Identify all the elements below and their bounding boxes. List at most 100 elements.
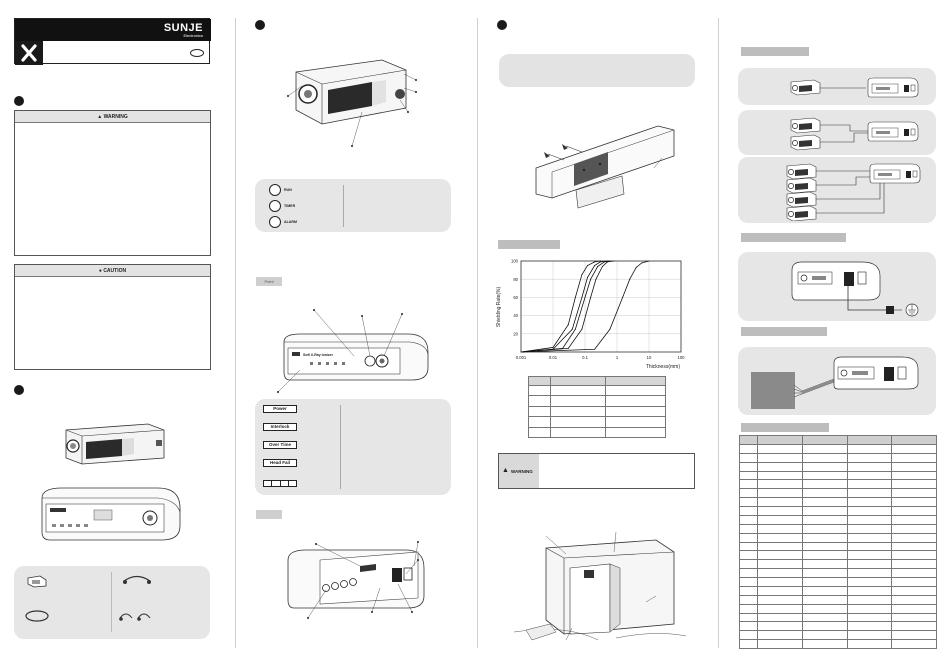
chart-y-tick-label: 60 <box>513 295 518 300</box>
table-cell <box>739 532 758 543</box>
chart-grid <box>520 260 682 352</box>
table-cell <box>739 461 758 472</box>
chart-data-point <box>567 347 569 349</box>
table-cell <box>891 612 937 623</box>
table-cell <box>757 559 803 570</box>
table-cell <box>757 612 803 623</box>
table-cell <box>801 514 848 525</box>
note-warning-label-cell: ▲ WARNING <box>499 454 539 488</box>
table-cell <box>801 452 848 463</box>
controller-brand-text: Soft X-Ray Ionizer <box>303 353 334 357</box>
alarm-lamp-label: ALARM <box>284 220 297 224</box>
chart-data-point <box>601 265 603 267</box>
table-cell <box>846 550 893 561</box>
chart-data-point <box>613 260 615 262</box>
table-row <box>739 585 937 596</box>
section-bullet <box>14 385 24 395</box>
table-row <box>739 497 937 507</box>
table-row <box>739 470 937 481</box>
table-cell <box>891 435 937 445</box>
point-tag: Point <box>256 277 282 286</box>
chart-data-point <box>622 296 624 298</box>
chart-data-point <box>599 260 601 262</box>
chart-x-axis-label: Thickness(mm) <box>646 364 681 370</box>
table-cell <box>801 630 848 641</box>
table-cell <box>846 630 893 641</box>
warning-box: ▲ WARNING <box>14 110 211 256</box>
table-cell <box>846 639 893 649</box>
chart-data-point <box>594 261 596 263</box>
logo-block <box>15 41 43 65</box>
table-cell <box>739 514 758 525</box>
table-cell <box>739 479 758 490</box>
table-cell <box>801 568 848 578</box>
config-two-heads-panel <box>738 110 936 155</box>
table-cell <box>891 532 937 543</box>
table-cell <box>891 621 937 632</box>
external-device-connection-diagram <box>794 356 919 398</box>
table-cell <box>757 630 803 641</box>
chart-data-point <box>629 278 631 280</box>
power-indicator: Power <box>263 405 297 413</box>
table-cell <box>801 506 848 516</box>
table-cell <box>757 532 803 543</box>
table-row <box>739 612 937 623</box>
two-head-connection-diagram <box>790 117 919 151</box>
chart-data-point <box>584 296 586 298</box>
table-row <box>739 577 937 587</box>
run-lamp-label: RUN <box>284 188 292 192</box>
section-heading-bar <box>741 233 846 242</box>
table-cell <box>846 612 893 623</box>
table-cell <box>757 585 803 596</box>
table-cell <box>757 639 803 649</box>
warning-title: WARNING <box>103 114 128 120</box>
table-cell <box>846 461 893 472</box>
table-cell <box>801 532 848 543</box>
table-cell <box>757 577 803 587</box>
table-cell <box>891 594 937 605</box>
table-cell <box>891 603 937 614</box>
table-cell <box>801 488 848 499</box>
table-row <box>739 594 937 605</box>
note-warning-label: WARNING <box>511 469 533 474</box>
table-row <box>739 443 937 454</box>
section-bullet <box>497 20 507 30</box>
panel-divider <box>343 185 344 227</box>
chart-x-tick-label: 0.01 <box>549 355 558 360</box>
chart-data-point <box>567 324 569 326</box>
table-cell <box>757 523 803 534</box>
table-cell <box>891 541 937 552</box>
table-cell <box>757 603 803 614</box>
table-cell <box>801 550 848 561</box>
table-cell <box>801 541 848 552</box>
table-cell <box>891 523 937 534</box>
table-row <box>739 461 937 472</box>
cable-icon <box>123 575 151 584</box>
warning-icon: ▲ <box>502 467 509 474</box>
table-cell <box>891 639 937 649</box>
channel-cell <box>280 481 289 486</box>
chart-data-point <box>599 261 601 263</box>
table-cell <box>739 559 758 570</box>
table-cell <box>739 452 758 463</box>
brand-name: SUNJE <box>163 22 203 34</box>
external-device-block <box>751 372 795 409</box>
table-cell <box>891 585 937 596</box>
table-cell <box>801 443 848 454</box>
section-heading-bar <box>498 240 560 249</box>
table-cell <box>757 470 803 481</box>
table-cell <box>757 488 803 499</box>
table-row <box>739 550 937 561</box>
config-one-head-panel <box>738 68 936 105</box>
caution-box-header: ● CAUTION <box>15 265 210 277</box>
table-cell <box>757 621 803 632</box>
chart-data-point <box>594 265 596 267</box>
chart-series-line-3 <box>520 260 610 353</box>
table-cell <box>846 514 893 525</box>
table-cell <box>739 568 758 578</box>
over-time-indicator: Over Time <box>263 441 297 449</box>
column-divider <box>477 18 478 648</box>
chart-data-point <box>606 261 608 263</box>
table-row <box>739 488 937 499</box>
channel-cell <box>288 481 296 486</box>
